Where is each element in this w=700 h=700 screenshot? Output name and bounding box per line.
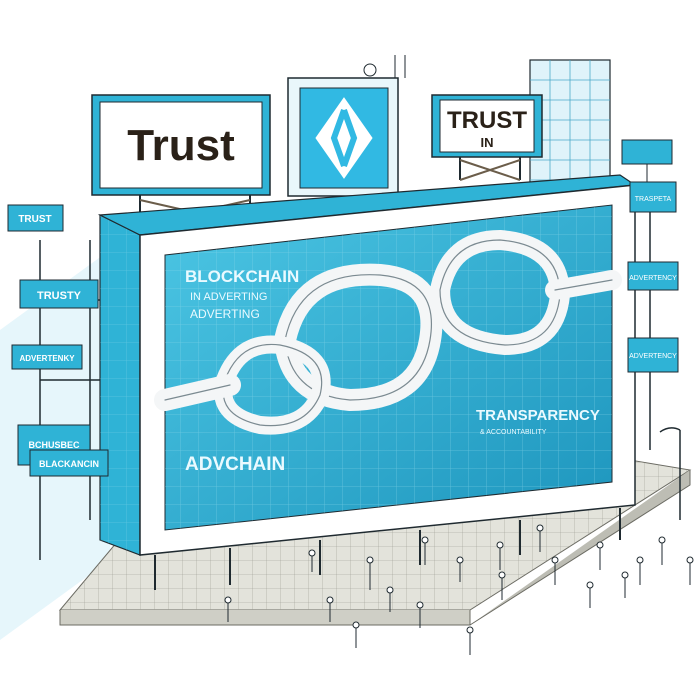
trust-sign: Trust <box>91 94 271 226</box>
billboard-sub-2: ADVERTING <box>190 307 260 321</box>
right-sign-1: TRASPETA <box>635 196 672 203</box>
left-sign-3: ADVERTENKY <box>19 354 75 363</box>
right-side-signs: TRASPETA ADVERTENCY ADVERTENCY <box>627 181 679 450</box>
left-sign-5: BLACKANCIN <box>39 459 99 469</box>
left-sign-2: TRUSTY <box>37 290 82 302</box>
billboard-heading: BLOCKCHAIN <box>185 267 299 286</box>
small-sign-far-right <box>621 139 673 190</box>
satellite-dish-icon <box>363 55 406 78</box>
right-sign-3: ADVERTENCY <box>629 353 677 360</box>
trust-sign-text: Trust <box>127 121 235 170</box>
logo-sign <box>287 55 406 197</box>
billboard-transparency: TRANSPARENCY <box>476 407 600 424</box>
trust-in-line1: TRUST <box>447 107 527 134</box>
left-sign-1: TRUST <box>18 214 51 225</box>
billboard-advchain: ADVCHAIN <box>185 454 285 475</box>
trust-in-line2: IN <box>481 135 494 150</box>
chain-links-graphic <box>154 229 622 435</box>
trust-in-sign: TRUST IN <box>431 94 543 181</box>
street-lamp-icon <box>659 427 681 520</box>
billboard-transparency-sub: & ACCOUNTABILITY <box>480 429 547 436</box>
main-billboard: BLOCKCHAIN IN ADVERTING ADVERTING TRANSP… <box>97 174 637 590</box>
crowd-people <box>224 524 694 655</box>
billboard-sub-1: IN ADVERTING <box>190 291 267 303</box>
left-side-signs: TRUST TRUSTY ADVERTENKY BCHUSBEC BLACKAN… <box>7 204 109 477</box>
right-sign-2: ADVERTENCY <box>629 275 677 282</box>
left-sign-4: BCHUSBEC <box>28 440 80 450</box>
